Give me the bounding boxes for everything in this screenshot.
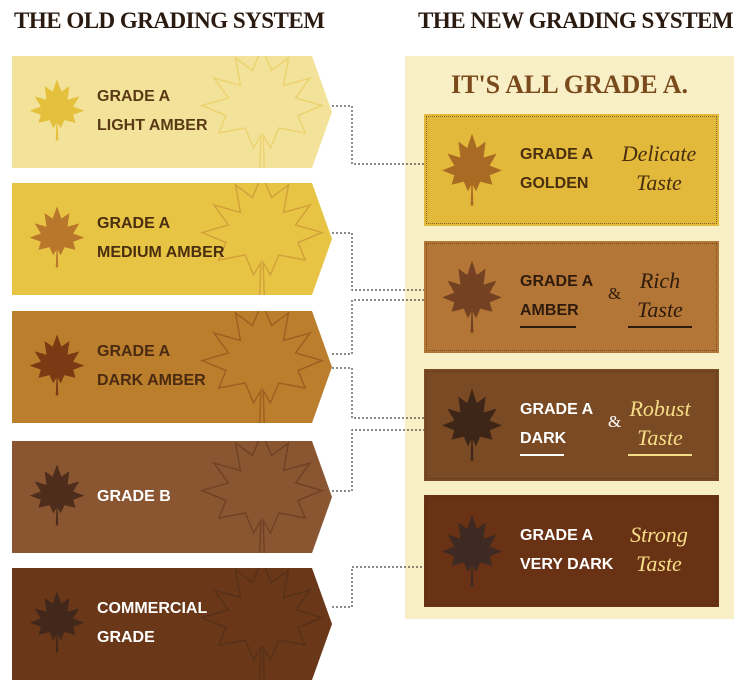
grade-label-line2: GRADE (97, 629, 155, 646)
watermark-leaf-icon (199, 56, 325, 168)
old-grade-label: GRADE B (97, 482, 171, 511)
grade-label-line1: GRADE A (520, 401, 594, 418)
ampersand: & (608, 284, 622, 303)
watermark-leaf-icon (199, 441, 325, 553)
old-grade-shape (12, 441, 332, 553)
maple-leaf-icon (29, 334, 85, 396)
taste-line1: Rich (639, 268, 681, 293)
taste-line1: Robust (629, 396, 691, 421)
maple-leaf-icon (29, 79, 85, 141)
grade-label-line1: GRADE A (97, 88, 171, 105)
grade-label-line2: VERY DARK (520, 556, 614, 573)
old-grade-shape (12, 183, 332, 295)
maple-leaf-icon (29, 464, 85, 526)
taste-line2: Taste (637, 425, 683, 450)
new-system-heading: THE NEW GRADING SYSTEM (418, 8, 734, 33)
grade-label-line2: LIGHT AMBER (97, 117, 208, 134)
maple-leaf-icon (442, 514, 502, 587)
grade-label-line1: GRADE A (520, 273, 594, 290)
old-grade-shape (12, 311, 332, 423)
connector-darkamber-to-amber (332, 299, 424, 355)
old-grade-arrow: GRADE B (12, 441, 332, 553)
grade-label-line1: GRADE A (520, 146, 594, 163)
grade-label-line1: COMMERCIAL (97, 600, 208, 617)
old-grade-shape (12, 568, 332, 680)
new-grade-label: GRADE A GOLDEN (520, 140, 593, 198)
connector-darkamber-to-dark (332, 367, 424, 419)
grade-label-line2: DARK (520, 430, 567, 447)
new-grade-label: GRADE A AMBER (520, 267, 593, 325)
new-grade-label: GRADE A DARK (520, 395, 593, 453)
arrow-fill (12, 56, 332, 168)
taste-line2: Taste (636, 170, 682, 195)
old-grade-label: COMMERCIAL GRADE (97, 594, 207, 652)
old-grade-label: GRADE A MEDIUM AMBER (97, 209, 224, 267)
old-grade-shape (12, 56, 332, 168)
old-grade-arrow: COMMERCIAL GRADE (12, 568, 332, 680)
old-grade-arrow: GRADE A MEDIUM AMBER (12, 183, 332, 295)
new-grade-label: GRADE A VERY DARK (520, 521, 613, 579)
grade-label-line2: DARK AMBER (97, 372, 206, 389)
panel-title: IT'S ALL GRADE A. (451, 70, 688, 99)
old-grade-label: GRADE A DARK AMBER (97, 337, 206, 395)
grade-underline (520, 454, 564, 456)
watermark-leaf-icon (199, 311, 325, 423)
old-system-heading: THE OLD GRADING SYSTEM (14, 8, 325, 33)
connector-light-to-golden (332, 105, 424, 165)
watermark-leaf-icon (199, 183, 325, 295)
grade-label-line2: AMBER (520, 302, 579, 319)
connector-medium-to-amber (332, 232, 424, 291)
taste-line1: Strong (630, 522, 688, 547)
taste-line1: Delicate (621, 141, 697, 166)
maple-leaf-icon (442, 133, 502, 206)
maple-leaf-icon (442, 260, 502, 333)
grade-label-line1: GRADE A (520, 527, 594, 544)
ampersand: & (608, 412, 622, 431)
arrow-fill (12, 311, 332, 423)
maple-leaf-icon (29, 591, 85, 653)
connector-gradeb-to-dark (332, 429, 424, 492)
grade-label-line1: GRADE A (97, 343, 171, 360)
grade-underline (520, 326, 576, 328)
taste-line2: Taste (637, 297, 683, 322)
maple-leaf-icon (442, 388, 502, 461)
arrow-fill (12, 568, 332, 680)
taste-line2: Taste (636, 551, 682, 576)
taste-underline (628, 326, 692, 328)
old-grade-arrow: GRADE A DARK AMBER (12, 311, 332, 423)
grade-label-line1: GRADE A (97, 215, 171, 232)
arrow-fill (12, 441, 332, 553)
grade-label-line2: MEDIUM AMBER (97, 244, 225, 261)
old-grade-arrow: GRADE A LIGHT AMBER (12, 56, 332, 168)
watermark-leaf-icon (199, 568, 325, 680)
maple-leaf-icon (29, 206, 85, 268)
connector-commercial-to-verydark (332, 566, 424, 608)
arrow-fill (12, 183, 332, 295)
taste-underline (628, 454, 692, 456)
grade-label-line2: GOLDEN (520, 175, 589, 192)
grade-label-line1: GRADE B (97, 488, 171, 505)
old-grade-label: GRADE A LIGHT AMBER (97, 82, 208, 140)
